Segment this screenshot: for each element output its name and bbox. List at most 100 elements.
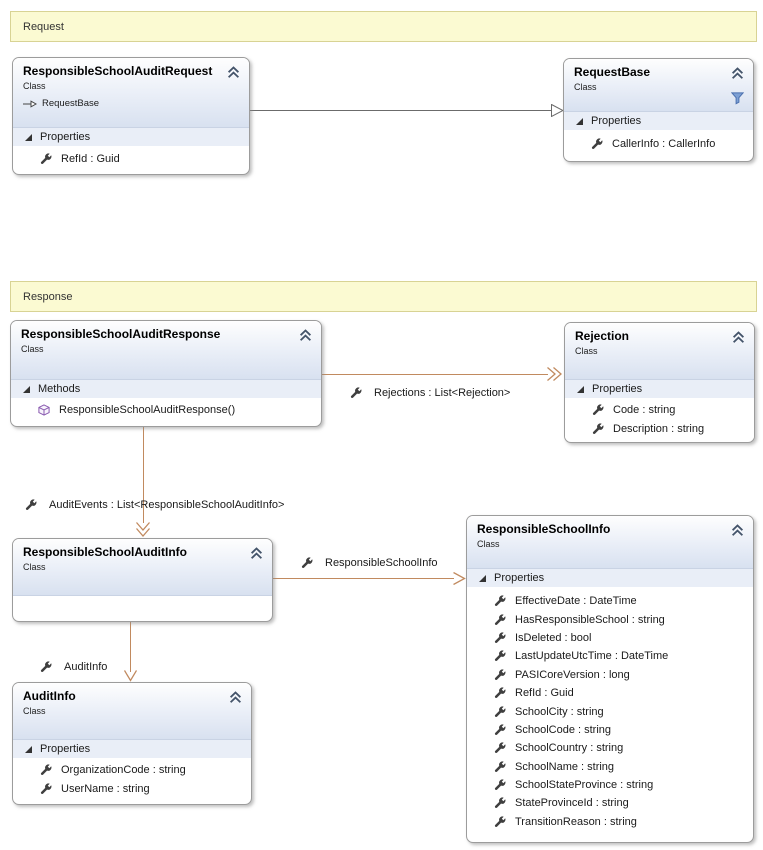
property-row[interactable]: RefId : Guid bbox=[467, 684, 753, 702]
property-label: StateProvinceId : string bbox=[515, 797, 629, 810]
section-properties[interactable]: Properties bbox=[564, 112, 753, 130]
wrench-icon bbox=[494, 706, 506, 718]
property-label: Code : string bbox=[613, 403, 676, 416]
property-row[interactable]: EffectiveDate : DateTime bbox=[467, 592, 753, 610]
property-label: SchoolStateProvince : string bbox=[515, 779, 654, 792]
property-row[interactable]: CallerInfo : CallerInfo bbox=[564, 134, 753, 153]
request-band[interactable]: Request bbox=[10, 11, 757, 42]
section-properties[interactable]: Properties bbox=[13, 128, 249, 146]
property-label: UserName : string bbox=[61, 782, 150, 795]
wrench-icon bbox=[25, 499, 37, 511]
wrench-icon bbox=[40, 153, 52, 165]
connector-rejections[interactable] bbox=[322, 374, 548, 375]
property-row[interactable]: HasResponsibleSchool : string bbox=[467, 610, 753, 628]
wrench-icon bbox=[40, 764, 52, 776]
property-row[interactable]: SchoolStateProvince : string bbox=[467, 776, 753, 794]
property-label: SchoolName : string bbox=[515, 760, 615, 773]
class-kind: Class bbox=[574, 82, 597, 92]
property-label: TransitionReason : string bbox=[515, 815, 637, 828]
method-row[interactable]: ResponsibleSchoolAuditResponse() bbox=[11, 400, 321, 419]
wrench-icon bbox=[494, 669, 506, 681]
property-row[interactable]: UserName : string bbox=[13, 779, 251, 798]
property-label: OrganizationCode : string bbox=[61, 763, 186, 776]
property-row[interactable]: PASICoreVersion : long bbox=[467, 666, 753, 684]
connector-label-text: AuditInfo bbox=[64, 661, 108, 673]
section-methods[interactable]: Methods bbox=[11, 380, 321, 398]
wrench-icon bbox=[494, 779, 506, 791]
connector-label-auditevents[interactable]: AuditEvents : List<ResponsibleSchoolAudi… bbox=[25, 497, 284, 513]
class-responsibleschoolauditresponse[interactable]: ResponsibleSchoolAuditResponse Class Met… bbox=[10, 320, 322, 427]
property-row[interactable]: RefId : Guid bbox=[13, 149, 249, 168]
base-type-label: RequestBase bbox=[42, 98, 100, 109]
connector-label-responsibleschoolinfo[interactable]: ResponsibleSchoolInfo bbox=[301, 555, 438, 571]
class-title: ResponsibleSchoolAuditRequest bbox=[23, 64, 213, 78]
response-band[interactable]: Response bbox=[10, 281, 757, 312]
section-properties[interactable]: Properties bbox=[13, 740, 251, 758]
property-row[interactable]: Code : string bbox=[565, 400, 754, 419]
class-requestbase[interactable]: RequestBase Class Properties CallerInfo … bbox=[563, 58, 754, 162]
property-row[interactable]: LastUpdateUtcTime : DateTime bbox=[467, 647, 753, 665]
inheritance-arrowhead-icon bbox=[551, 104, 564, 117]
class-responsibleschoolauditinfo[interactable]: ResponsibleSchoolAuditInfo Class bbox=[12, 538, 273, 622]
class-responsibleschoolauditrequest[interactable]: ResponsibleSchoolAuditRequest Class Requ… bbox=[12, 57, 250, 175]
property-label: SchoolCode : string bbox=[515, 723, 611, 736]
class-kind: Class bbox=[23, 81, 46, 91]
connector-auditevents[interactable] bbox=[143, 427, 144, 523]
collapse-chevron-icon[interactable] bbox=[732, 331, 745, 344]
property-row[interactable]: SchoolCountry : string bbox=[467, 739, 753, 757]
class-rejection[interactable]: Rejection Class Properties Code : string… bbox=[564, 322, 755, 443]
member-list: OrganizationCode : string UserName : str… bbox=[13, 758, 251, 798]
class-responsibleschoolinfo[interactable]: ResponsibleSchoolInfo Class Properties E… bbox=[466, 515, 754, 843]
expander-triangle-icon bbox=[25, 745, 32, 753]
class-title: ResponsibleSchoolAuditResponse bbox=[21, 327, 221, 341]
collapse-chevron-icon[interactable] bbox=[250, 547, 263, 560]
property-row[interactable]: IsDeleted : bool bbox=[467, 629, 753, 647]
property-label: EffectiveDate : DateTime bbox=[515, 595, 637, 608]
expander-triangle-icon bbox=[577, 385, 584, 393]
collapse-chevron-icon[interactable] bbox=[731, 67, 744, 80]
class-kind: Class bbox=[23, 706, 46, 716]
base-type-row[interactable]: RequestBase bbox=[23, 98, 223, 109]
class-header: ResponsibleSchoolAuditResponse Class bbox=[11, 321, 321, 380]
wrench-icon bbox=[494, 687, 506, 699]
property-label: RefId : Guid bbox=[515, 687, 574, 700]
class-header: ResponsibleSchoolAuditInfo Class bbox=[13, 539, 272, 596]
connector-auditinfo[interactable] bbox=[130, 622, 131, 672]
wrench-icon bbox=[494, 761, 506, 773]
wrench-icon bbox=[494, 742, 506, 754]
property-label: RefId : Guid bbox=[61, 152, 120, 165]
class-kind: Class bbox=[21, 344, 44, 354]
property-row[interactable]: SchoolCity : string bbox=[467, 702, 753, 720]
member-list: RefId : Guid bbox=[13, 146, 249, 168]
property-row[interactable]: SchoolCode : string bbox=[467, 721, 753, 739]
double-chevron-right-icon bbox=[547, 367, 562, 381]
property-row[interactable]: OrganizationCode : string bbox=[13, 760, 251, 779]
class-auditinfo[interactable]: AuditInfo Class Properties OrganizationC… bbox=[12, 682, 252, 805]
class-title: Rejection bbox=[575, 329, 630, 343]
collapse-chevron-icon[interactable] bbox=[299, 329, 312, 342]
collapse-chevron-icon[interactable] bbox=[227, 66, 240, 79]
expander-triangle-icon bbox=[479, 574, 486, 582]
property-row[interactable]: TransitionReason : string bbox=[467, 813, 753, 831]
property-row[interactable]: SchoolName : string bbox=[467, 758, 753, 776]
method-cube-icon bbox=[38, 404, 50, 416]
property-label: Description : string bbox=[613, 422, 705, 435]
connector-label-auditinfo[interactable]: AuditInfo bbox=[40, 659, 107, 675]
inherits-arrow-icon bbox=[23, 100, 37, 108]
wrench-icon bbox=[494, 632, 506, 644]
wrench-icon bbox=[591, 138, 603, 150]
collapse-chevron-icon[interactable] bbox=[731, 524, 744, 537]
section-properties[interactable]: Properties bbox=[467, 569, 753, 587]
section-properties[interactable]: Properties bbox=[565, 380, 754, 398]
section-label: Properties bbox=[591, 115, 642, 127]
property-row[interactable]: Description : string bbox=[565, 419, 754, 438]
filter-icon[interactable] bbox=[731, 92, 744, 105]
property-row[interactable]: StateProvinceId : string bbox=[467, 794, 753, 812]
connector-label-rejections[interactable]: Rejections : List<Rejection> bbox=[350, 385, 510, 401]
wrench-icon bbox=[494, 595, 506, 607]
collapse-chevron-icon[interactable] bbox=[229, 691, 242, 704]
class-kind: Class bbox=[477, 539, 500, 549]
connector-inheritance-requestbase[interactable] bbox=[250, 110, 552, 111]
connector-responsibleschoolinfo[interactable] bbox=[273, 578, 454, 579]
